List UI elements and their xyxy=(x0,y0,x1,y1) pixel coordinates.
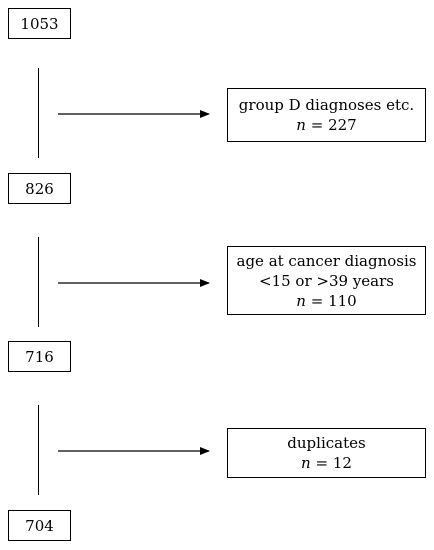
count-box-1: 1053 xyxy=(8,8,71,39)
exclusion-box-3: duplicates n = 12 xyxy=(227,428,426,478)
count-value: 716 xyxy=(25,347,54,366)
connector-line-2 xyxy=(38,237,40,327)
count-box-3: 716 xyxy=(8,341,71,372)
exclusion-box-2: age at cancer diagnosis <15 or >39 years… xyxy=(227,246,426,315)
n-value: = 110 xyxy=(310,291,357,310)
connector-line-3 xyxy=(38,405,40,495)
count-value: 704 xyxy=(25,516,54,535)
n-symbol: n xyxy=(296,116,306,134)
exclusion-reason: group D diagnoses etc. xyxy=(238,96,415,114)
n-value: = 12 xyxy=(315,454,352,472)
count-value: 1053 xyxy=(20,14,59,33)
count-box-2: 826 xyxy=(8,173,71,204)
exclusion-count: n = 12 xyxy=(301,453,352,473)
connector-line-1 xyxy=(38,68,40,158)
count-value: 826 xyxy=(25,179,54,198)
exclusion-reason-line-2: <15 or >39 years xyxy=(259,271,394,290)
exclusion-reason: age at cancer diagnosis xyxy=(236,251,417,270)
exclusion-count: n = 110 xyxy=(296,291,356,311)
n-value: = 227 xyxy=(310,116,357,134)
exclusion-count: n = 227 xyxy=(296,115,356,135)
n-symbol: n xyxy=(296,291,306,310)
exclusion-box-1: group D diagnoses etc. n = 227 xyxy=(227,88,426,142)
exclusion-reason: duplicates xyxy=(287,434,366,452)
n-symbol: n xyxy=(301,454,311,472)
count-box-4: 704 xyxy=(8,510,71,541)
